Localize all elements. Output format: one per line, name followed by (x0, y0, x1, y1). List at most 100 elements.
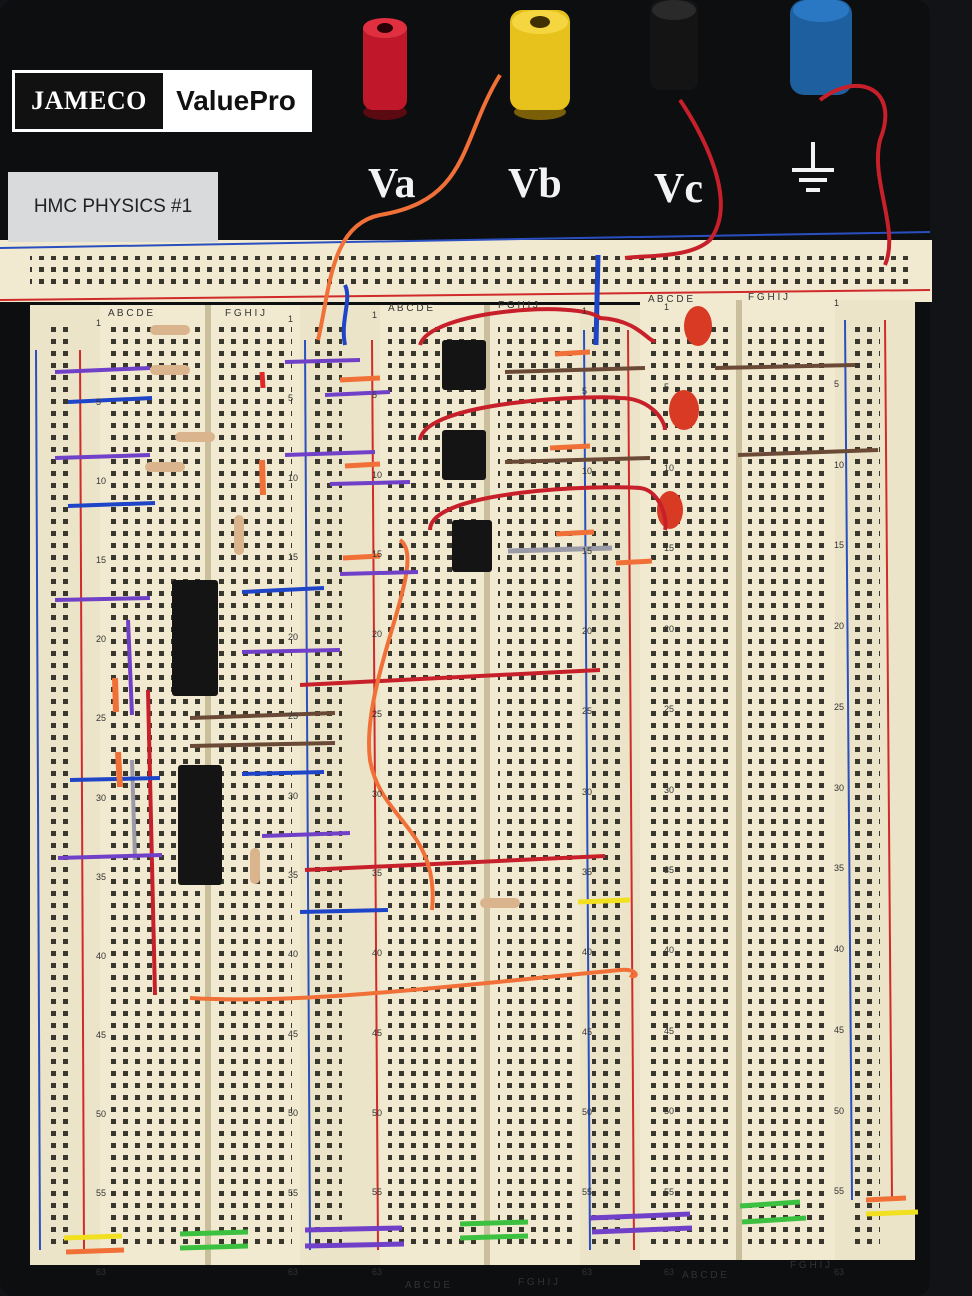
row-number: 20 (372, 629, 382, 639)
row-number: 25 (664, 704, 674, 714)
row-number: 30 (288, 791, 298, 801)
row-number: 1 (372, 310, 377, 320)
row-number: 5 (664, 382, 669, 392)
row-number: 5 (834, 379, 839, 389)
row-number: 10 (96, 476, 106, 486)
row-number: 50 (664, 1106, 674, 1116)
row-labels: 1510152025303540455055631510152025303540… (96, 298, 844, 1277)
row-number: 55 (834, 1186, 844, 1196)
ic-chips (172, 340, 492, 885)
column-letters: A B C D E (405, 1280, 450, 1291)
row-number: 20 (582, 626, 592, 636)
row-number: 35 (664, 865, 674, 875)
column-letters: F G H I J (498, 300, 538, 311)
row-number: 35 (96, 872, 106, 882)
row-number: 50 (96, 1109, 106, 1119)
row-number: 1 (834, 298, 839, 308)
row-number: 10 (582, 466, 592, 476)
row-number: 10 (372, 470, 382, 480)
row-number: 15 (372, 549, 382, 559)
row-number: 40 (664, 945, 674, 955)
row-number: 63 (372, 1267, 382, 1277)
row-number: 45 (372, 1028, 382, 1038)
row-number: 63 (582, 1267, 592, 1277)
row-number: 55 (372, 1187, 382, 1197)
row-number: 55 (96, 1188, 106, 1198)
post-label-vc: Vc (654, 166, 703, 212)
row-number: 25 (582, 706, 592, 716)
post-label-va: Va (368, 161, 416, 207)
row-number: 63 (288, 1267, 298, 1277)
row-number: 40 (834, 944, 844, 954)
column-letters: A B C D E (648, 294, 693, 305)
column-letters: A B C D E (388, 303, 433, 314)
row-number: 15 (664, 543, 674, 553)
top-power-strip (0, 231, 932, 302)
row-number: 30 (96, 793, 106, 803)
column-letters: F G H I J (790, 1260, 830, 1271)
row-number: 30 (372, 789, 382, 799)
row-number: 1 (582, 306, 587, 316)
row-number: 10 (664, 463, 674, 473)
row-number: 50 (582, 1107, 592, 1117)
logo-product: ValuePro (176, 85, 296, 116)
row-number: 10 (288, 473, 298, 483)
row-number: 15 (96, 555, 106, 565)
row-number: 25 (834, 702, 844, 712)
row-number: 5 (582, 386, 587, 396)
row-number: 10 (834, 460, 844, 470)
row-number: 35 (372, 868, 382, 878)
row-number: 1 (96, 318, 101, 328)
row-number: 50 (372, 1108, 382, 1118)
row-number: 50 (288, 1108, 298, 1118)
row-number: 45 (664, 1026, 674, 1036)
row-number: 30 (834, 783, 844, 793)
row-number: 15 (582, 546, 592, 556)
row-number: 25 (96, 713, 106, 723)
resistors (145, 325, 520, 908)
row-number: 5 (372, 390, 377, 400)
row-number: 30 (582, 787, 592, 797)
row-number: 5 (288, 393, 293, 403)
row-number: 20 (834, 621, 844, 631)
row-number: 5 (96, 397, 101, 407)
row-number: 15 (288, 552, 298, 562)
row-number: 25 (372, 709, 382, 719)
row-number: 45 (288, 1029, 298, 1039)
row-number: 45 (582, 1027, 592, 1037)
binding-posts (363, 0, 852, 120)
row-number: 50 (834, 1106, 844, 1116)
column-letters: F G H I J (518, 1277, 558, 1288)
row-number: 15 (834, 540, 844, 550)
logo-brand: JAMECO (15, 73, 163, 129)
column-letters: F G H I J (225, 308, 265, 319)
row-number: 1 (288, 314, 293, 324)
row-number: 1 (664, 302, 669, 312)
breadboard-strips (30, 300, 915, 1265)
column-letters: F G H I J (748, 292, 788, 303)
row-number: 40 (582, 947, 592, 957)
row-number: 20 (288, 632, 298, 642)
label-tag: HMC PHYSICS #1 (8, 172, 218, 242)
row-number: 35 (582, 867, 592, 877)
row-number: 63 (664, 1267, 674, 1277)
row-number: 35 (288, 870, 298, 880)
row-number: 20 (664, 624, 674, 634)
brand-logo: JAMECO ValuePro (12, 70, 312, 132)
post-label-vb: Vb (508, 161, 562, 207)
row-number: 40 (96, 951, 106, 961)
row-number: 55 (582, 1187, 592, 1197)
column-letters: A B C D E (108, 308, 153, 319)
column-letters: A B C D E (682, 1270, 727, 1281)
row-number: 63 (834, 1267, 844, 1277)
row-number: 40 (372, 948, 382, 958)
ground-icon (792, 142, 834, 192)
row-number: 40 (288, 949, 298, 959)
row-number: 35 (834, 863, 844, 873)
row-number: 55 (664, 1187, 674, 1197)
row-number: 45 (834, 1025, 844, 1035)
row-number: 63 (96, 1267, 106, 1277)
row-number: 55 (288, 1188, 298, 1198)
